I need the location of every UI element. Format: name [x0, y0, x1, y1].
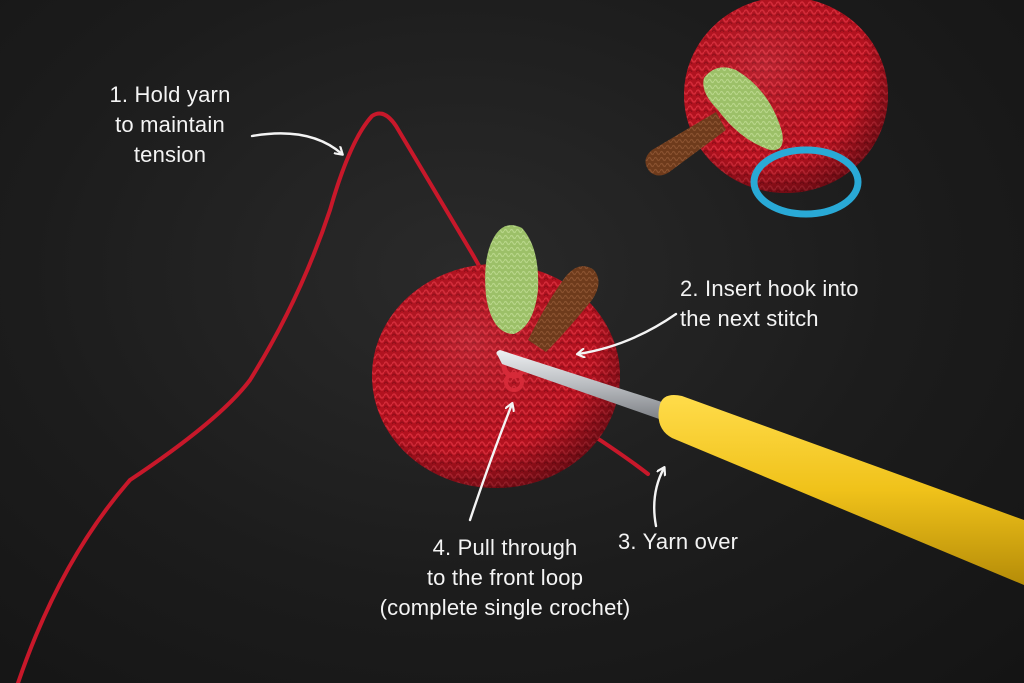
crochet-hook: [496, 350, 1024, 585]
annotation-step-3: 3. Yarn over: [618, 527, 788, 557]
annotation-line: to the front loop: [426, 565, 584, 590]
annotation-step-1: 1. Hold yarn to maintain tension: [70, 80, 270, 170]
annotation-line: (complete single crochet): [379, 595, 631, 620]
annotation-line: 3. Yarn over: [618, 529, 739, 554]
arrow-step1: [250, 132, 342, 154]
annotation-line: tension: [133, 142, 207, 167]
annotation-step-2: 2. Insert hook into the next stitch: [680, 274, 920, 334]
arrow-step4: [468, 404, 512, 522]
arrow-step2: [578, 312, 678, 354]
apple-stem: [528, 266, 599, 352]
annotation-line: 1. Hold yarn: [109, 82, 231, 107]
arrow-step3: [653, 468, 664, 528]
crocheted-apple: [372, 225, 620, 488]
annotation-arrows: [250, 132, 678, 528]
stitch-marker-ring: [750, 146, 862, 218]
background-apple: [645, 0, 888, 218]
annotation-line: the next stitch: [680, 306, 819, 331]
annotation-line: 4. Pull through: [432, 535, 578, 560]
annotation-line: to maintain: [115, 112, 225, 137]
apple-leaf: [485, 225, 539, 334]
annotation-step-4: 4. Pull through to the front loop (compl…: [340, 533, 670, 623]
annotation-line: 2. Insert hook into: [680, 276, 859, 301]
